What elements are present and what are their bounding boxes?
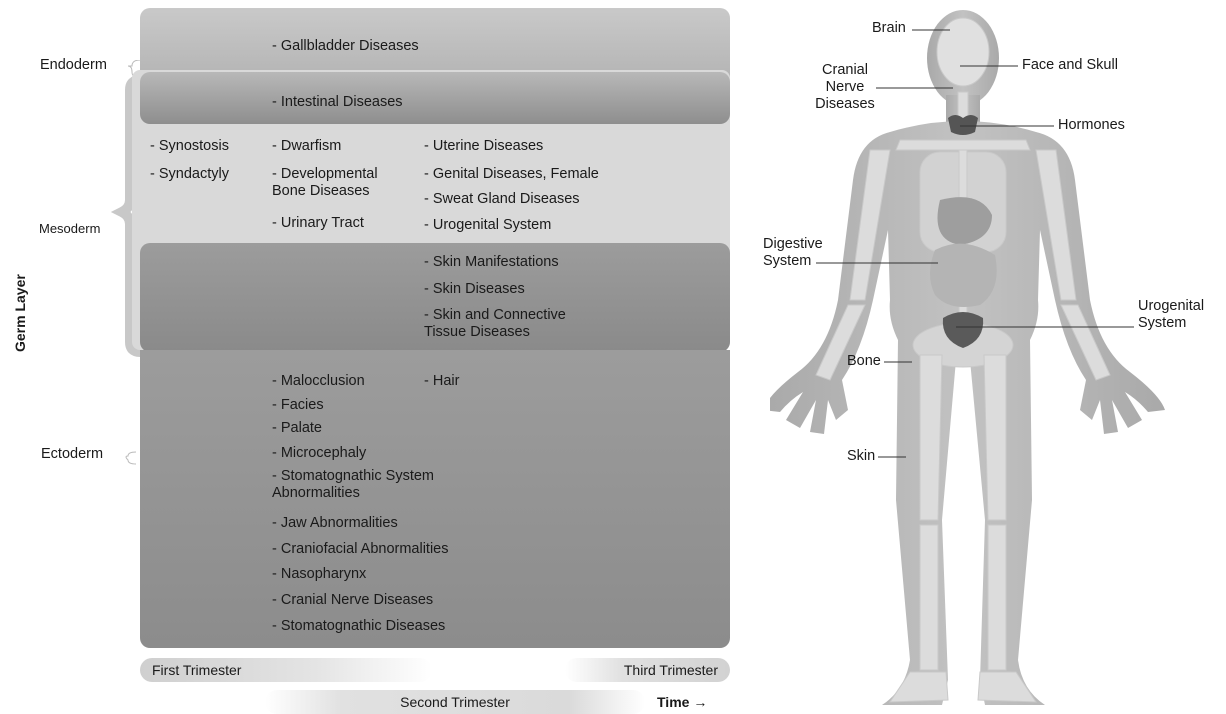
germ-layer-axis-label: Germ Layer [12,274,28,352]
third-trimester-bar: Third Trimester [565,658,730,682]
item-palate: - Palate [272,420,322,437]
label-brain: Brain [872,20,906,37]
item-uterine: - Uterine Diseases [424,138,543,155]
item-stomatognathic-diseases: - Stomatognathic Diseases [272,618,445,635]
first-trimester-label: First Trimester [152,662,241,678]
third-trimester-label: Third Trimester [624,662,718,678]
item-skin-manifestations: - Skin Manifestations [424,254,559,271]
item-craniofacial: - Craniofacial Abnormalities [272,541,449,558]
item-jaw-abnormalities: - Jaw Abnormalities [272,515,398,532]
item-urinary-tract: - Urinary Tract [272,215,364,232]
item-syndactyly: - Syndactyly [150,166,229,183]
ectoderm-label: Ectoderm [41,446,103,462]
item-malocclusion: - Malocclusion [272,373,365,390]
item-developmental-bone: - Developmental Bone Diseases [272,166,412,200]
endoderm-label: Endoderm [40,57,107,73]
label-hormones: Hormones [1058,117,1125,134]
label-cranial-nerve: Cranial Nerve Diseases [813,62,877,113]
item-cranial-nerve: - Cranial Nerve Diseases [272,592,433,609]
first-trimester-bar: First Trimester [140,658,432,682]
item-synostosis: - Synostosis [150,138,229,155]
item-skin-connective: - Skin and Connective Tissue Diseases [424,307,599,341]
item-sweat-gland: - Sweat Gland Diseases [424,191,580,208]
item-facies: - Facies [272,397,324,414]
label-digestive: Digestive System [763,236,843,270]
second-trimester-label: Second Trimester [400,694,510,710]
label-bone: Bone [847,353,881,370]
label-urogenital: Urogenital System [1138,298,1218,332]
item-microcephaly: - Microcephaly [272,445,366,462]
item-stomatognathic-abnormalities: - Stomatognathic System Abnormalities [272,468,472,502]
label-skin: Skin [847,448,875,465]
second-trimester-bar: Second Trimester [265,690,645,714]
mesoderm-label: Mesoderm [39,221,100,236]
item-intestinal: - Intestinal Diseases [272,94,403,111]
item-gallbladder: - Gallbladder Diseases [272,38,419,55]
item-skin-diseases: - Skin Diseases [424,281,525,298]
endoderm-lower-band [140,72,730,124]
item-dwarfism: - Dwarfism [272,138,341,155]
item-genital-female: - Genital Diseases, Female [424,166,599,183]
time-axis-label: Time → [657,694,707,710]
item-hair: - Hair [424,373,459,390]
label-face-skull: Face and Skull [1022,57,1118,74]
item-urogenital-system: - Urogenital System [424,217,551,234]
item-nasopharynx: - Nasopharynx [272,566,366,583]
